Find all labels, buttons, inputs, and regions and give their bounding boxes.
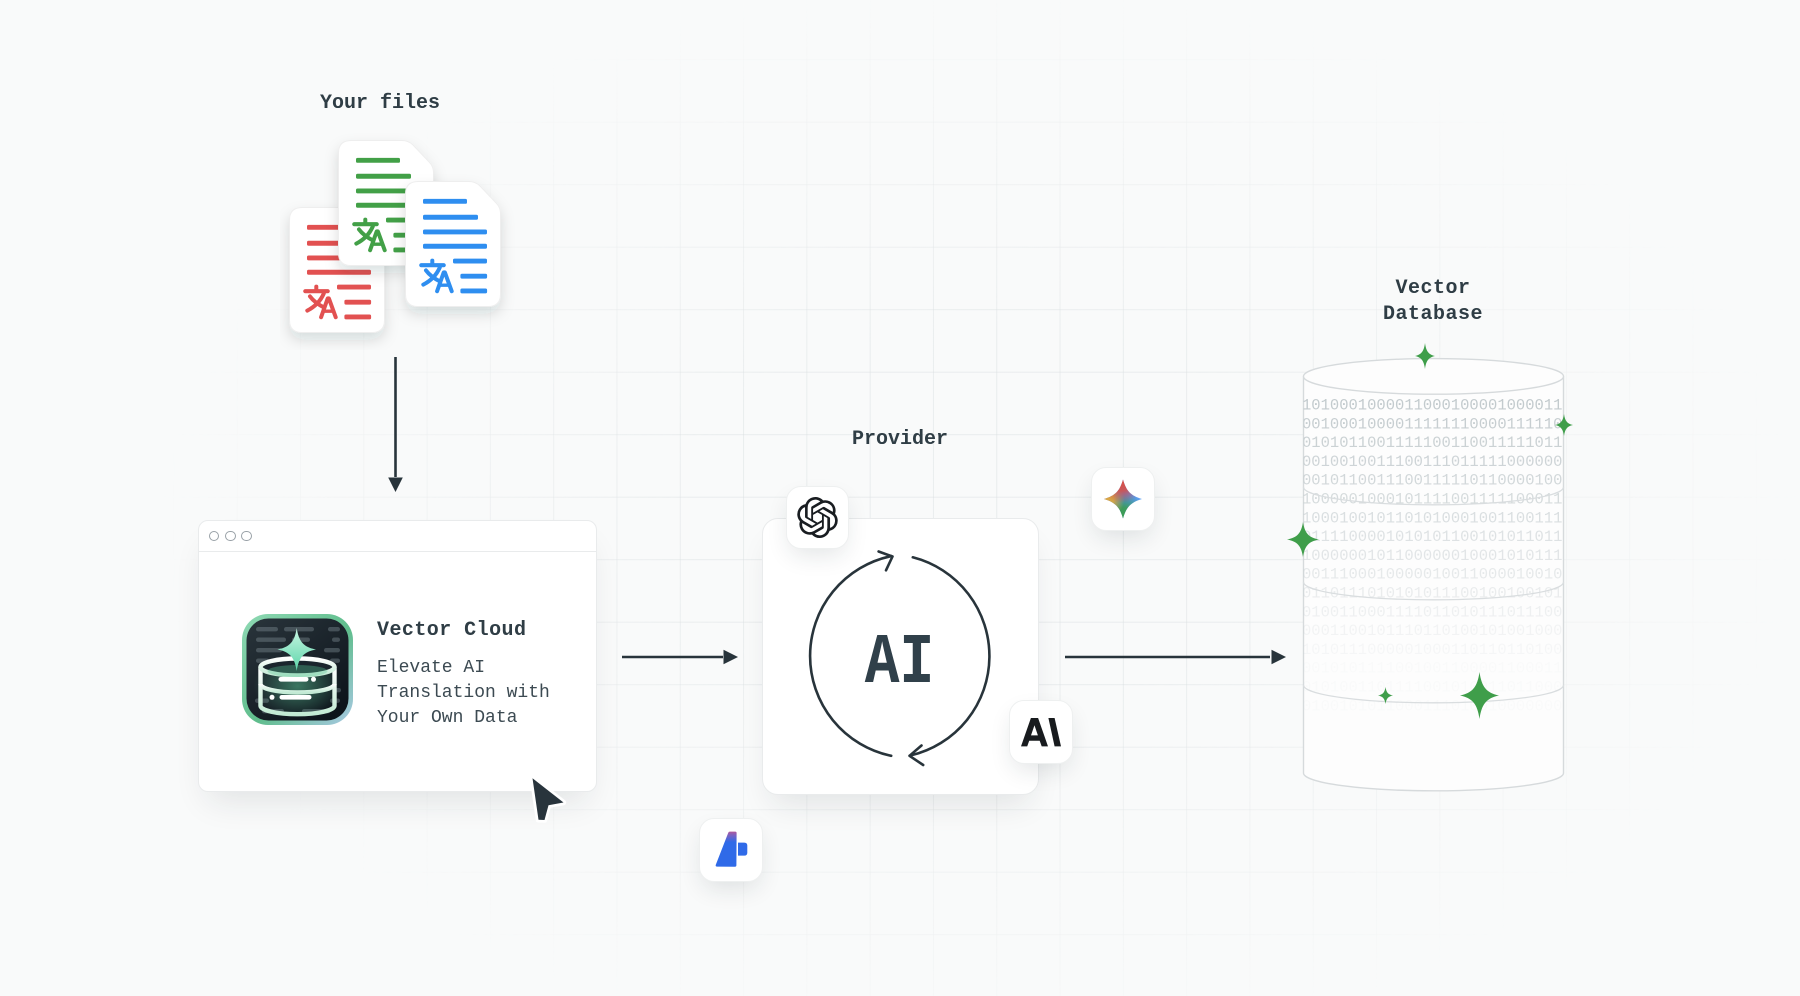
svg-text:0010101111001001100001100011: 0010101111001001100001100011 bbox=[1302, 660, 1562, 678]
svg-text:0101011001111100110011111011: 0101011001111100110011111011 bbox=[1302, 434, 1562, 452]
svg-text:1000100101101010001001100111: 1000100101101010001001100111 bbox=[1302, 509, 1562, 527]
svg-text:1000000101100000010001010111: 1000000101100000010001010111 bbox=[1302, 547, 1562, 565]
svg-text:1010111000001000110110110100: 1010111000001000110110110100 bbox=[1302, 641, 1562, 659]
svg-text:0101001101111001010011011000: 0101001101111001010011011000 bbox=[1302, 679, 1562, 697]
svg-text:0010010011100111011111000000: 0010010011100111011111000000 bbox=[1302, 453, 1562, 471]
svg-text:0100101011000111010010000000: 0100101011000111010010000000 bbox=[1302, 697, 1562, 715]
svg-text:1010001000011000100001000011: 1010001000011000100001000011 bbox=[1302, 397, 1562, 415]
svg-text:0100110001111011010111011100: 0100110001111011010111011100 bbox=[1302, 603, 1562, 621]
svg-text:0011100010000010011000010010: 0011100010000010011000010010 bbox=[1302, 566, 1562, 584]
svg-text:0010001000011111110000111110: 0010001000011111110000111110 bbox=[1302, 415, 1562, 433]
svg-text:0010110011100111110110000100: 0010110011100111110110000100 bbox=[1302, 472, 1562, 490]
svg-text:0111100001010101100101011011: 0111100001010101100101011011 bbox=[1302, 528, 1562, 546]
svg-text:0001100101110110100101001000: 0001100101110110100101001000 bbox=[1302, 622, 1562, 640]
